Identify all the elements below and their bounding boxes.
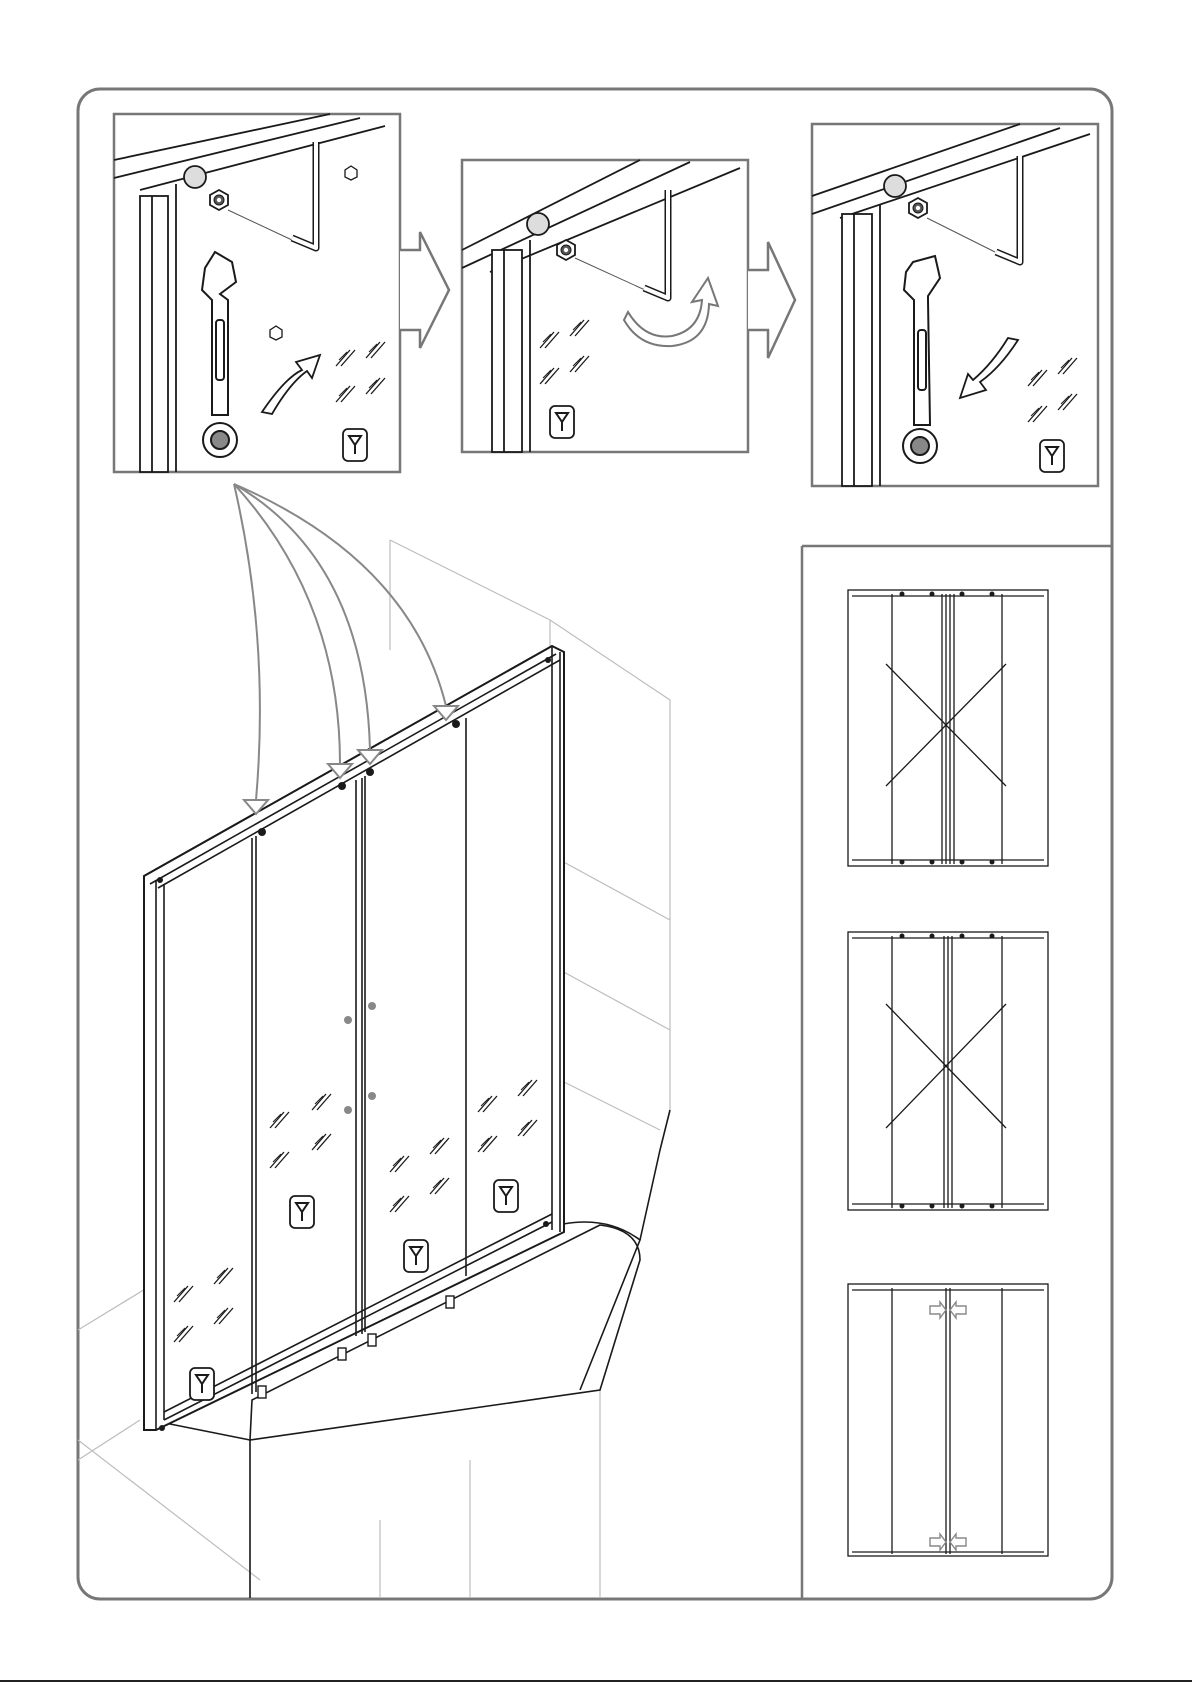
step-3-panel	[812, 124, 1098, 486]
alignment-arrow-icon	[930, 1302, 966, 1550]
alignment-view-incorrect-2	[848, 932, 1048, 1210]
step-1-panel	[114, 114, 400, 472]
step-2-panel	[462, 160, 748, 452]
glass-symbol-icon	[404, 1240, 428, 1272]
footer-rule	[0, 1680, 1192, 1682]
glass-symbol-icon	[1040, 440, 1064, 472]
glass-symbol-icon	[290, 1196, 314, 1228]
glass-symbol-icon	[550, 406, 574, 438]
hex-nut-icon	[557, 240, 575, 260]
glass-symbol-icon	[190, 1368, 214, 1400]
alignment-column	[802, 546, 1112, 1599]
glass-symbol-icon	[494, 1180, 518, 1212]
alignment-view-incorrect-1	[848, 590, 1048, 866]
step-arrow-2-icon	[748, 242, 795, 358]
glass-symbol-icon	[343, 429, 367, 461]
bath-screen	[144, 646, 564, 1430]
hex-nut-icon	[909, 198, 927, 218]
step-arrow-1-icon	[400, 232, 449, 348]
hex-nut-icon	[210, 190, 228, 210]
alignment-view-correct	[848, 1284, 1048, 1556]
